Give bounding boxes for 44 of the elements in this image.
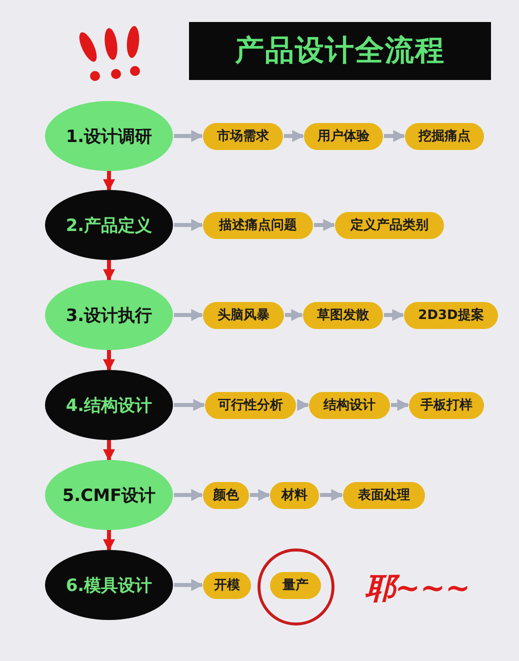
arrow — [103, 530, 115, 552]
step-pill: 材料 — [270, 482, 319, 508]
arrow — [391, 399, 410, 411]
arrow — [103, 440, 115, 462]
arrow — [174, 579, 204, 591]
step-pill: 挖掘痛点 — [405, 122, 484, 150]
arrow — [103, 350, 115, 372]
stage-ellipse: 2.产品定义 — [45, 190, 173, 260]
arrow — [284, 130, 304, 142]
arrow — [174, 489, 204, 501]
arrow — [250, 489, 270, 501]
arrow — [174, 219, 204, 231]
step-pill: 定义产品类别 — [335, 212, 444, 238]
arrow — [174, 309, 204, 321]
step-pill: 草图发散 — [303, 302, 383, 328]
step-pill: 表面处理 — [343, 482, 425, 508]
step-pill: 量产 — [270, 572, 321, 598]
arrow — [384, 309, 404, 321]
title-banner: 产品设计全流程 — [189, 22, 491, 80]
step-pill: 2D3D提案 — [404, 302, 498, 328]
stage-ellipse: 5.CMF设计 — [45, 460, 173, 530]
stage-ellipse: 6.模具设计 — [45, 550, 173, 620]
step-pill: 开模 — [203, 572, 251, 598]
stage-ellipse: 4.结构设计 — [45, 370, 173, 440]
arrow — [285, 309, 304, 321]
step-pill: 用户体验 — [304, 122, 383, 150]
arrow — [103, 171, 115, 192]
arrow — [103, 260, 115, 282]
arrow — [297, 399, 310, 411]
step-pill: 可行性分析 — [205, 392, 296, 418]
arrow — [314, 219, 336, 231]
step-pill: 结构设计 — [309, 392, 390, 418]
stage-ellipse: 1.设计调研 — [45, 101, 173, 171]
step-pill: 头脑风暴 — [203, 302, 284, 328]
arrow — [320, 489, 344, 501]
arrow — [384, 130, 406, 142]
arrow — [174, 399, 206, 411]
step-pill: 市场需求 — [203, 122, 283, 150]
step-pill: 颜色 — [203, 482, 249, 508]
handwritten-note: 耶~~~ — [365, 570, 470, 608]
arrow — [174, 130, 204, 142]
stage-ellipse: 3.设计执行 — [45, 280, 173, 350]
step-pill: 手板打样 — [409, 392, 484, 418]
step-pill: 描述痛点问题 — [203, 212, 313, 238]
